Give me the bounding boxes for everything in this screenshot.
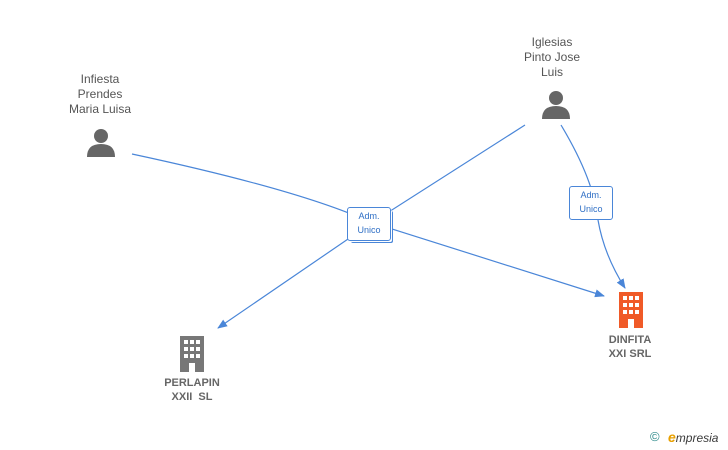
building-icon[interactable] xyxy=(177,336,207,372)
relation-badge[interactable]: Adm. Unico xyxy=(569,186,613,220)
person-name-iglesias[interactable]: Iglesias Pinto Jose Luis xyxy=(523,35,581,79)
company-name-perlapin[interactable]: PERLAPIN XXII SL xyxy=(164,377,220,403)
person-name-infiesta[interactable]: Infiesta Prendes Maria Luisa xyxy=(68,72,132,116)
company-name-dinfita[interactable]: DINFITA XXI SRL xyxy=(608,334,652,360)
person-icon[interactable] xyxy=(86,127,116,157)
relation-badge[interactable]: Adm. Unico xyxy=(347,207,391,241)
brand-name: mpresia xyxy=(675,431,719,445)
copyright-symbol: © xyxy=(650,429,660,444)
building-icon[interactable] xyxy=(616,292,646,328)
brand-initial: e xyxy=(668,429,676,445)
brand-logo[interactable]: empresia xyxy=(668,429,718,445)
person-icon[interactable] xyxy=(541,89,571,119)
